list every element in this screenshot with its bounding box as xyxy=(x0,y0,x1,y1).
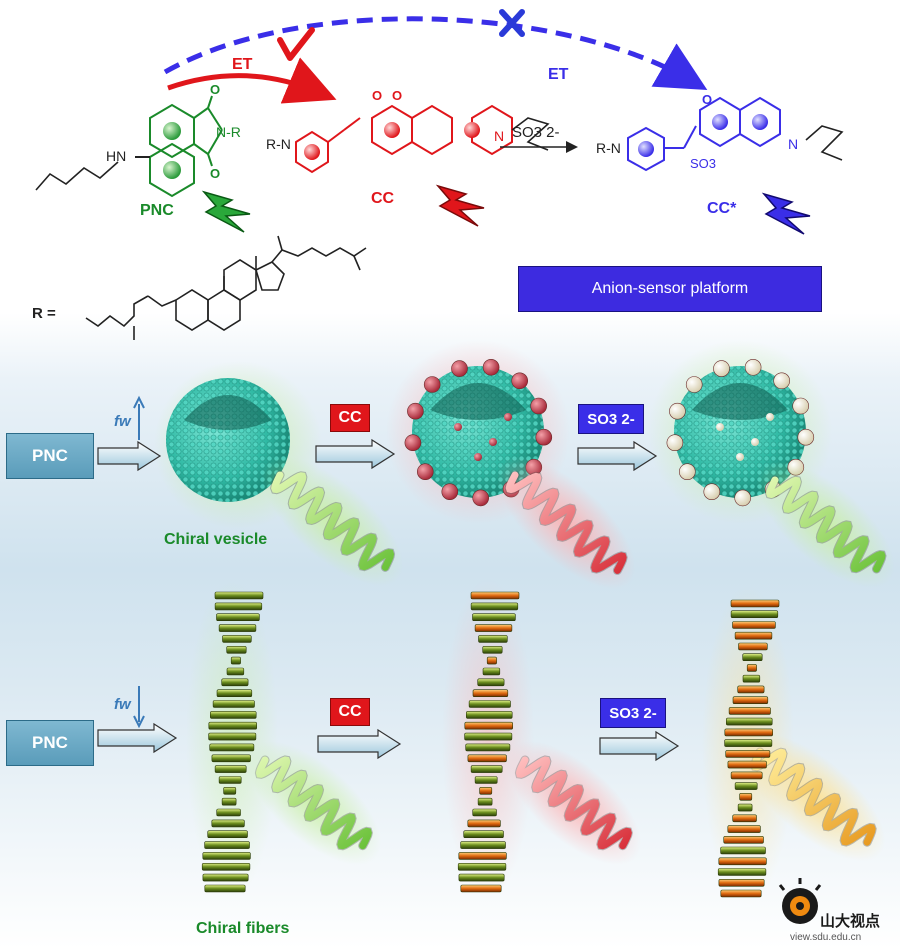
cc-box-fiber: CC xyxy=(330,698,370,726)
process-arrow-vesicle-3 xyxy=(577,440,658,472)
ccstar-so3-label: SO3 xyxy=(690,156,717,171)
chiral-fiber-2 xyxy=(442,578,534,899)
so3-bead xyxy=(666,434,684,452)
so3-bead xyxy=(685,376,703,393)
so3-bead xyxy=(797,428,815,446)
so3-bead xyxy=(678,463,696,481)
pnc-box-fiber: PNC xyxy=(6,720,94,766)
cc-bead xyxy=(441,483,459,501)
cc-bead xyxy=(504,413,512,421)
cc-bead xyxy=(407,402,424,420)
fw-label-vesicle: fw xyxy=(114,413,131,430)
cc-bead xyxy=(474,453,482,461)
cc-n-label: N xyxy=(494,128,505,144)
blocked-et-arrow xyxy=(163,16,708,90)
chiral-fiber-3 xyxy=(702,586,794,904)
chiral-vesicle-caption: Chiral vesicle xyxy=(164,531,268,548)
chiral-vesicle xyxy=(166,378,290,502)
svg-text:O: O xyxy=(392,88,402,103)
process-arrow-fiber-3 xyxy=(599,730,680,762)
cc-bead xyxy=(535,428,553,446)
chiral-fibers-caption: Chiral fibers xyxy=(196,920,290,937)
so3-box-vesicle: SO3 2- xyxy=(578,404,644,434)
fw-down-arrow xyxy=(133,686,145,729)
blocked-x-icon xyxy=(499,9,525,37)
so3-bead xyxy=(703,483,721,501)
pnc-box-vesicle: PNC xyxy=(6,433,94,479)
fw-up-arrow xyxy=(133,395,145,440)
process-arrow-fiber-1 xyxy=(97,722,178,754)
svg-text:O: O xyxy=(210,166,220,181)
pnc-molecule xyxy=(135,95,223,198)
watermark-logo xyxy=(778,878,822,924)
cc-molecule xyxy=(295,104,513,174)
reagent-label: SO3 2- xyxy=(512,124,560,141)
ccstar-r-n-label: R-N xyxy=(596,140,621,156)
so3-bead xyxy=(713,360,730,377)
cc-bead xyxy=(511,372,529,390)
cc-box-vesicle: CC xyxy=(330,404,370,432)
cc-label: CC xyxy=(371,190,395,207)
so3-bead xyxy=(751,438,759,446)
svg-text:O: O xyxy=(372,88,382,103)
so3-bead xyxy=(716,423,724,431)
svg-text:O: O xyxy=(210,82,220,97)
so3-bead xyxy=(766,413,774,421)
cc-bead xyxy=(530,397,548,415)
fw-label-fiber: fw xyxy=(114,696,131,713)
helix-vesicle-2 xyxy=(496,456,636,589)
so3-bead xyxy=(669,402,686,420)
cc-bead xyxy=(454,423,462,431)
helix-vesicle-3 xyxy=(756,461,895,588)
ccstar-molecule xyxy=(627,96,781,172)
process-arrow-vesicle-1 xyxy=(97,440,162,472)
process-arrow-vesicle-2 xyxy=(315,438,396,470)
watermark-url: view.sdu.edu.cn xyxy=(790,932,862,943)
check-icon xyxy=(277,27,315,61)
so3-bead xyxy=(736,453,744,461)
so3-box-fiber: SO3 2- xyxy=(600,698,666,728)
cholesterol-rgroup xyxy=(85,235,367,340)
so3-bead xyxy=(773,372,791,390)
r-equals-label: R = xyxy=(32,305,56,322)
ccstar-label: CC* xyxy=(707,200,737,217)
so3-bead xyxy=(734,489,752,507)
diethyl-chain-cc xyxy=(511,117,550,151)
pnc-n-r-label: N-R xyxy=(216,124,241,140)
et-label-red: ET xyxy=(232,56,253,73)
so3-bead xyxy=(744,358,762,376)
ccstar-n-label: N xyxy=(788,136,799,152)
cc-bead xyxy=(416,463,434,481)
cc-bead xyxy=(423,376,441,393)
cc-bead xyxy=(404,434,422,452)
cc-bead xyxy=(482,358,500,376)
helix-fiber-1 xyxy=(246,741,382,865)
cc-emission-icon xyxy=(435,184,485,227)
cc-bead xyxy=(489,438,497,446)
et-label-blue: ET xyxy=(548,66,569,83)
helix-fiber-2 xyxy=(506,741,642,865)
process-arrow-fiber-2 xyxy=(317,728,402,760)
nh-label: HN xyxy=(106,148,127,164)
cc-bead xyxy=(472,489,490,507)
pentyl-chain xyxy=(35,161,119,191)
helix-vesicle-1 xyxy=(261,456,404,586)
cc-bead xyxy=(451,360,468,377)
svg-text:O: O xyxy=(702,92,712,107)
pnc-emission-icon xyxy=(201,190,251,233)
cc-r-n-label: R-N xyxy=(266,136,291,152)
pnc-label: PNC xyxy=(140,202,174,219)
chiral-fiber-1 xyxy=(186,578,278,899)
ccstar-emission-icon xyxy=(761,192,811,235)
watermark-text: 山大视点 xyxy=(820,913,881,930)
so3-bead xyxy=(792,397,810,415)
diethyl-chain-ccstar xyxy=(805,125,844,161)
et-arrow-red xyxy=(167,57,337,104)
anion-sensor-platform-box: Anion-sensor platform xyxy=(518,266,822,312)
